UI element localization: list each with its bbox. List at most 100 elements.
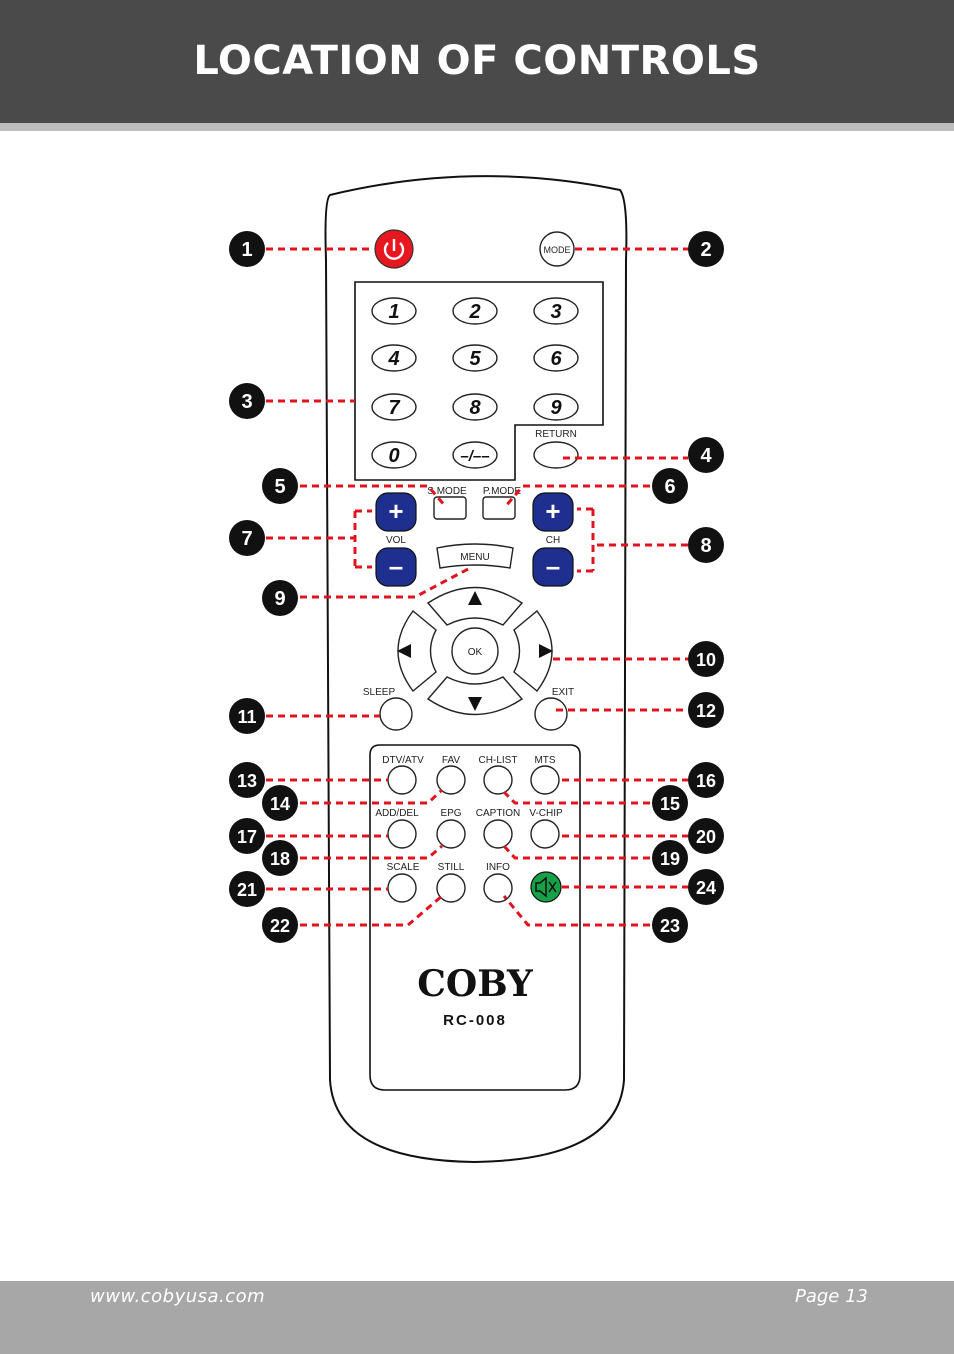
digit-label: 6 bbox=[550, 348, 562, 370]
epg-button[interactable] bbox=[436, 819, 466, 849]
digit-button[interactable] bbox=[452, 297, 498, 325]
dtv-atv-label: DTV/ATV bbox=[382, 755, 424, 766]
smode-label: S.MODE bbox=[427, 486, 467, 497]
digit-button[interactable] bbox=[452, 344, 498, 372]
dtv-atv-button[interactable] bbox=[387, 765, 417, 795]
callout-badge: 16 bbox=[688, 762, 724, 798]
svg-text:11: 11 bbox=[237, 707, 256, 727]
digit-button[interactable] bbox=[533, 297, 579, 325]
svg-text:23: 23 bbox=[660, 916, 680, 936]
dash-label: –/–– bbox=[460, 448, 489, 465]
add-del-button[interactable] bbox=[387, 819, 417, 849]
callout-badge: 11 bbox=[229, 698, 265, 734]
arrow-up-icon bbox=[468, 591, 482, 605]
remote-lower-panel bbox=[369, 744, 581, 1091]
digit-button[interactable] bbox=[371, 393, 417, 421]
digit-label: 0 bbox=[388, 445, 399, 467]
digit-button[interactable] bbox=[371, 297, 417, 325]
menu-button[interactable] bbox=[436, 543, 514, 569]
ch-list-button[interactable] bbox=[483, 765, 513, 795]
fav-button[interactable] bbox=[436, 765, 466, 795]
svg-text:9: 9 bbox=[274, 588, 285, 610]
nav-right-button[interactable] bbox=[513, 609, 553, 693]
volume-up-label: + bbox=[388, 496, 403, 526]
callout-badge: 6 bbox=[652, 468, 688, 504]
return-label: RETURN bbox=[535, 429, 577, 440]
svg-text:13: 13 bbox=[237, 771, 257, 791]
digit-button[interactable] bbox=[371, 344, 417, 372]
remote-diagram: MODE 1 2 3 4 5 6 7 8 9 0 –/–– RETURN S.M… bbox=[229, 175, 724, 1164]
digit-button[interactable] bbox=[371, 441, 417, 469]
digit-button[interactable] bbox=[533, 393, 579, 421]
svg-text:12: 12 bbox=[696, 701, 716, 721]
sleep-label: SLEEP bbox=[363, 687, 396, 698]
digit-label: 7 bbox=[388, 397, 400, 419]
fav-label: FAV bbox=[442, 755, 460, 766]
caption-label: CAPTION bbox=[476, 808, 520, 819]
digit-label: 4 bbox=[387, 348, 399, 370]
callout-badge: 12 bbox=[688, 692, 724, 728]
nav-up-button[interactable] bbox=[426, 586, 524, 626]
callout-badge: 19 bbox=[652, 840, 688, 876]
caption-button[interactable] bbox=[483, 819, 513, 849]
callout-badge: 7 bbox=[229, 520, 265, 556]
svg-text:14: 14 bbox=[270, 794, 290, 814]
arrow-left-icon bbox=[397, 644, 411, 658]
exit-button[interactable] bbox=[534, 697, 568, 731]
svg-text:18: 18 bbox=[270, 849, 290, 869]
ch-label: CH bbox=[546, 535, 560, 546]
brand-logo: COBY bbox=[417, 963, 534, 1005]
digit-button[interactable] bbox=[452, 393, 498, 421]
digit-label: 3 bbox=[550, 301, 561, 323]
scale-label: SCALE bbox=[387, 862, 420, 873]
mode-button[interactable] bbox=[539, 231, 575, 267]
sleep-button[interactable] bbox=[379, 697, 413, 731]
ch-list-label: CH-LIST bbox=[479, 755, 518, 766]
svg-text:3: 3 bbox=[241, 391, 252, 413]
return-button[interactable] bbox=[533, 441, 579, 469]
callout-badge: 14 bbox=[262, 785, 298, 821]
still-button[interactable] bbox=[436, 873, 466, 903]
digit-label: 5 bbox=[469, 348, 481, 370]
svg-text:24: 24 bbox=[696, 878, 716, 898]
info-button[interactable] bbox=[483, 873, 513, 903]
svg-text:5: 5 bbox=[274, 476, 285, 498]
v-chip-label: V-CHIP bbox=[529, 808, 563, 819]
still-label: STILL bbox=[438, 862, 465, 873]
scale-button[interactable] bbox=[387, 873, 417, 903]
model-number: RC-008 bbox=[443, 1012, 507, 1029]
page-title: LOCATION OF CONTROLS bbox=[193, 38, 761, 84]
svg-text:17: 17 bbox=[237, 827, 257, 847]
digit-label: 1 bbox=[388, 301, 399, 323]
callout-badge: 21 bbox=[229, 871, 265, 907]
callout-badge: 15 bbox=[652, 785, 688, 821]
mts-label: MTS bbox=[534, 755, 555, 766]
digit-label: 2 bbox=[468, 301, 480, 323]
page-number: Page 13 bbox=[794, 1286, 868, 1307]
svg-text:15: 15 bbox=[660, 794, 680, 814]
callout-badge: 2 bbox=[688, 231, 724, 267]
callout-badge: 1 bbox=[229, 231, 265, 267]
volume-down-button[interactable] bbox=[375, 547, 417, 587]
channel-down-button[interactable] bbox=[532, 547, 574, 587]
dash-button[interactable] bbox=[452, 441, 498, 469]
svg-text:16: 16 bbox=[696, 771, 716, 791]
nav-left-button[interactable] bbox=[397, 609, 437, 693]
channel-up-button[interactable] bbox=[532, 492, 574, 532]
digit-button[interactable] bbox=[533, 344, 579, 372]
exit-label: EXIT bbox=[552, 687, 574, 698]
callout-badge: 17 bbox=[229, 818, 265, 854]
callout-badge: 23 bbox=[652, 907, 688, 943]
svg-text:2: 2 bbox=[700, 239, 711, 261]
callout-badge: 9 bbox=[262, 580, 298, 616]
nav-down-button[interactable] bbox=[426, 676, 524, 716]
callout-badge: 22 bbox=[262, 907, 298, 943]
mts-button[interactable] bbox=[530, 765, 560, 795]
info-label: INFO bbox=[486, 862, 510, 873]
ok-button[interactable] bbox=[451, 627, 499, 675]
volume-down-label: – bbox=[389, 551, 403, 581]
volume-up-button[interactable] bbox=[375, 492, 417, 532]
svg-text:6: 6 bbox=[664, 476, 675, 498]
v-chip-button[interactable] bbox=[530, 819, 560, 849]
callout-badge: 4 bbox=[688, 437, 724, 473]
